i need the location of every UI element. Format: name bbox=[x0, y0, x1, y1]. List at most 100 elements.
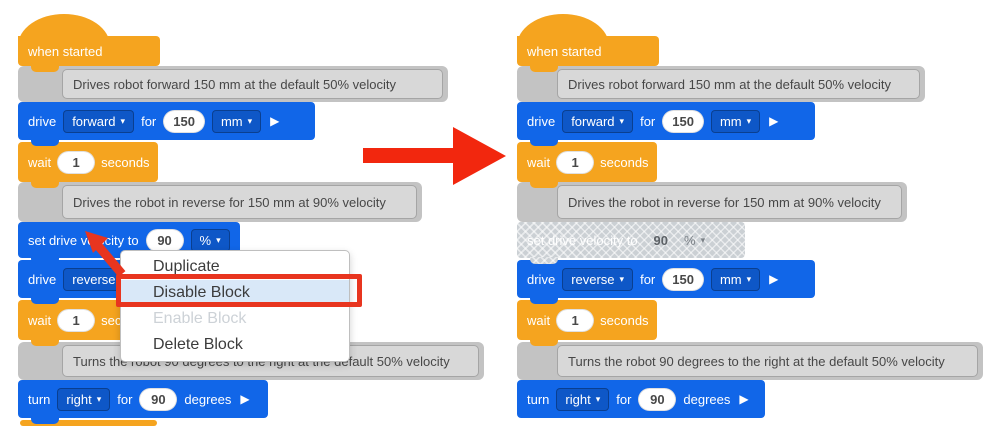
dropdown-caret-icon: ▾ bbox=[595, 393, 601, 404]
direction-value: reverse bbox=[72, 271, 116, 287]
degrees-input[interactable]: 90 bbox=[638, 387, 677, 411]
workspace-before: when started Drives robot forward 150 mm… bbox=[18, 14, 498, 445]
unit-value: mm bbox=[719, 113, 742, 129]
expand-arrow-icon[interactable]: ▶ bbox=[769, 114, 779, 128]
distance-input[interactable]: 150 bbox=[662, 109, 704, 133]
menu-item-duplicate[interactable]: Duplicate bbox=[153, 258, 220, 275]
distance-input[interactable]: 150 bbox=[662, 267, 704, 291]
direction-value: forward bbox=[571, 113, 615, 129]
wait-seconds-input[interactable]: 1 bbox=[57, 308, 96, 332]
wait-block[interactable]: wait 1 seconds bbox=[517, 142, 657, 188]
for-label: for bbox=[141, 113, 157, 129]
turn-verb-label: turn bbox=[527, 391, 550, 407]
dropdown-caret-icon: ▾ bbox=[120, 115, 126, 126]
drive-verb-label: drive bbox=[527, 271, 556, 287]
direction-dropdown[interactable]: right▾ bbox=[556, 387, 610, 411]
highlight-annotation-box bbox=[116, 274, 362, 307]
drive-forward-block[interactable]: drive forward ▾ for 150 mm ▾ ▶ bbox=[18, 102, 315, 146]
velocity-unit-dropdown[interactable]: %▾ bbox=[190, 228, 230, 252]
comment-block[interactable]: Turns the robot 90 degrees to the right … bbox=[517, 342, 983, 380]
unit-value: % bbox=[684, 232, 696, 248]
direction-value: right bbox=[66, 391, 92, 407]
for-label: for bbox=[640, 113, 656, 129]
wait-block[interactable]: wait 1 seconds bbox=[517, 300, 657, 346]
turn-right-block[interactable]: turn right ▾ for 90 degrees ▶ bbox=[18, 380, 268, 424]
comment-text: Turns the robot 90 degrees to the right … bbox=[557, 345, 978, 377]
unit-value: mm bbox=[220, 113, 243, 129]
expand-arrow-icon[interactable]: ▶ bbox=[739, 392, 749, 406]
turn-verb-label: turn bbox=[28, 391, 51, 407]
unit-dropdown[interactable]: mm ▾ bbox=[710, 109, 761, 133]
drive-verb-label: drive bbox=[28, 113, 57, 129]
dropdown-caret-icon: ▾ bbox=[619, 273, 625, 284]
wait-block[interactable]: wait 1 seconds bbox=[18, 142, 158, 188]
drive-reverse-block[interactable]: drive reverse ▾ for 150 mm ▾ ▶ bbox=[517, 260, 815, 304]
seconds-label: seconds bbox=[600, 154, 649, 170]
next-block-clipped bbox=[20, 420, 157, 426]
dropdown-caret-icon: ▾ bbox=[216, 234, 221, 245]
comment-text: Drives robot forward 150 mm at the defau… bbox=[62, 69, 443, 99]
seconds-label: seconds bbox=[600, 312, 649, 328]
workspace-after: when started Drives robot forward 150 mm… bbox=[517, 14, 997, 445]
direction-value: forward bbox=[72, 113, 116, 129]
unit-value: mm bbox=[719, 271, 742, 287]
wait-seconds-input[interactable]: 1 bbox=[556, 308, 595, 332]
drive-forward-block[interactable]: drive forward ▾ for 150 mm ▾ ▶ bbox=[517, 102, 815, 146]
wait-seconds-input[interactable]: 1 bbox=[57, 150, 96, 174]
comment-block[interactable]: Drives the robot in reverse for 150 mm a… bbox=[517, 182, 907, 222]
unit-dropdown[interactable]: mm ▾ bbox=[211, 109, 262, 133]
wait-seconds-input[interactable]: 1 bbox=[556, 150, 595, 174]
dropdown-caret-icon: ▾ bbox=[700, 234, 706, 245]
velocity-unit: %▾ bbox=[684, 233, 705, 248]
menu-item-enable-block: Enable Block bbox=[153, 310, 247, 327]
distance-input[interactable]: 150 bbox=[163, 109, 205, 133]
set-velocity-label: set drive velocity to bbox=[28, 232, 139, 248]
unit-dropdown[interactable]: mm ▾ bbox=[710, 267, 761, 291]
comment-block[interactable]: Drives robot forward 150 mm at the defau… bbox=[18, 66, 448, 102]
velocity-value: 90 bbox=[653, 232, 669, 248]
degrees-label: degrees bbox=[184, 391, 232, 407]
expand-arrow-icon[interactable]: ▶ bbox=[769, 272, 779, 286]
dropdown-caret-icon: ▾ bbox=[247, 115, 253, 126]
wait-verb-label: wait bbox=[28, 154, 52, 170]
menu-item-delete-block[interactable]: Delete Block bbox=[153, 336, 243, 353]
set-drive-velocity-block-disabled[interactable]: set drive velocity to 90 %▾ bbox=[517, 222, 745, 264]
unit-value: % bbox=[199, 232, 212, 248]
direction-value: reverse bbox=[571, 271, 615, 287]
dropdown-caret-icon: ▾ bbox=[619, 115, 625, 126]
comment-text: Drives the robot in reverse for 150 mm a… bbox=[62, 185, 417, 219]
for-label: for bbox=[117, 391, 133, 407]
wait-verb-label: wait bbox=[28, 312, 52, 328]
turn-right-block[interactable]: turn right▾ for 90 degrees ▶ bbox=[517, 380, 765, 418]
direction-dropdown[interactable]: right ▾ bbox=[57, 387, 111, 411]
comment-block[interactable]: Drives the robot in reverse for 150 mm a… bbox=[18, 182, 422, 222]
comment-text: Drives robot forward 150 mm at the defau… bbox=[557, 69, 920, 99]
transition-arrow-icon bbox=[363, 127, 506, 185]
when-started-hat-block[interactable]: when started bbox=[517, 14, 659, 72]
drive-verb-label: drive bbox=[28, 271, 57, 287]
direction-dropdown[interactable]: reverse ▾ bbox=[562, 267, 634, 291]
direction-dropdown[interactable]: forward ▾ bbox=[562, 109, 634, 133]
dropdown-caret-icon: ▾ bbox=[96, 393, 102, 404]
dropdown-caret-icon: ▾ bbox=[746, 115, 752, 126]
dropdown-caret-icon: ▾ bbox=[746, 273, 752, 284]
degrees-label: degrees bbox=[683, 391, 731, 407]
for-label: for bbox=[640, 271, 656, 287]
wait-verb-label: wait bbox=[527, 154, 551, 170]
hat-label: when started bbox=[527, 43, 602, 59]
direction-dropdown[interactable]: forward ▾ bbox=[63, 109, 135, 133]
menu-item-disable-block[interactable]: Disable Block bbox=[121, 280, 349, 306]
velocity-input[interactable]: 90 bbox=[145, 228, 184, 252]
expand-arrow-icon[interactable]: ▶ bbox=[270, 114, 280, 128]
expand-arrow-icon[interactable]: ▶ bbox=[240, 392, 250, 406]
comment-block[interactable]: Drives robot forward 150 mm at the defau… bbox=[517, 66, 925, 102]
for-label: for bbox=[616, 391, 632, 407]
drive-verb-label: drive bbox=[527, 113, 556, 129]
seconds-label: seconds bbox=[101, 154, 150, 170]
degrees-input[interactable]: 90 bbox=[139, 387, 178, 411]
when-started-hat-block[interactable]: when started bbox=[18, 14, 160, 72]
cursor-pointer-icon bbox=[85, 231, 126, 277]
wait-verb-label: wait bbox=[527, 312, 551, 328]
comment-text: Drives the robot in reverse for 150 mm a… bbox=[557, 185, 902, 219]
